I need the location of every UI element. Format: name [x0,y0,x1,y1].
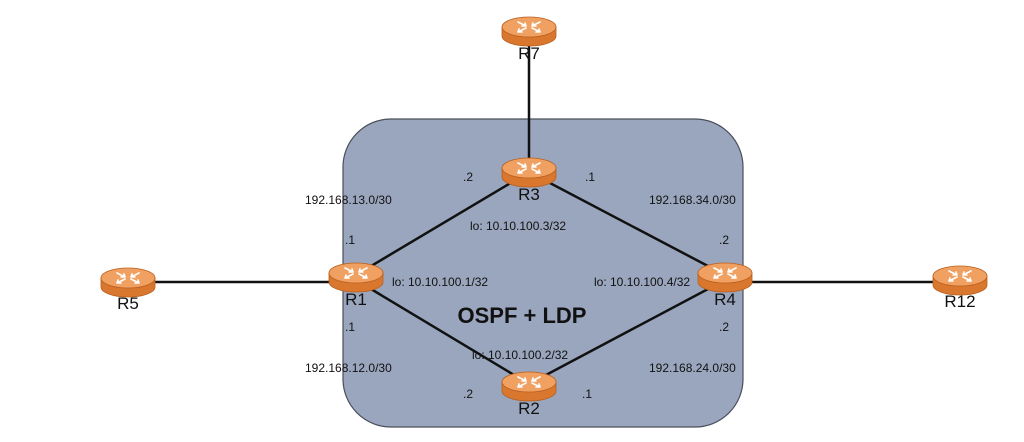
router-icon [501,157,557,188]
host-label-r4-r3-link: .2 [719,233,729,247]
domain-label: OSPF + LDP [458,303,587,328]
subnet-label-r1-r2: 192.168.12.0/30 [305,361,392,375]
link-r1-r3 [354,170,531,277]
host-label-r1-r2-link: .1 [345,320,355,334]
router-name: R4 [714,290,736,309]
host-label-r3-r1-link: .2 [463,170,473,184]
loopback-label-r3: lo: 10.10.100.3/32 [470,219,566,233]
router-r12[interactable]: R12 [932,265,988,311]
subnet-label-r1-r3: 192.168.13.0/30 [305,193,392,207]
router-icon [697,262,753,293]
router-r3[interactable]: R3 [501,157,557,204]
router-name: R2 [518,399,540,418]
router-icon [501,371,557,402]
link-r3-r4 [527,170,727,277]
router-name: R5 [117,294,139,313]
loopback-label-r4: lo: 10.10.100.4/32 [594,275,690,289]
router-r7[interactable]: R7 [501,16,557,63]
host-label-r1-r3-link: .1 [345,233,355,247]
host-label-r3-r4-link: .1 [585,170,595,184]
router-icon [501,16,557,47]
link-r1-r2 [354,278,531,386]
link-r2-r4 [527,278,727,386]
router-name: R3 [518,185,540,204]
router-icon [100,267,156,298]
router-icon [932,265,988,296]
router-name: R1 [345,290,367,309]
subnet-label-r3-r4: 192.168.34.0/30 [649,193,736,207]
router-r4[interactable]: R4 [697,262,753,309]
router-name: R12 [944,292,975,311]
loopback-label-r2: lo: 10.10.100.2/32 [472,348,568,362]
host-label-r4-r2-link: .2 [719,320,729,334]
router-r2[interactable]: R2 [501,371,557,418]
router-r5[interactable]: R5 [100,267,156,313]
router-r1[interactable]: R1 [328,262,384,309]
loopback-label-r1: lo: 10.10.100.1/32 [392,275,488,289]
host-label-r2-r1-link: .2 [463,387,473,401]
router-name: R7 [518,44,540,63]
subnet-label-r2-r4: 192.168.24.0/30 [649,361,736,375]
router-icon [328,262,384,293]
host-label-r2-r4-link: .1 [582,387,592,401]
